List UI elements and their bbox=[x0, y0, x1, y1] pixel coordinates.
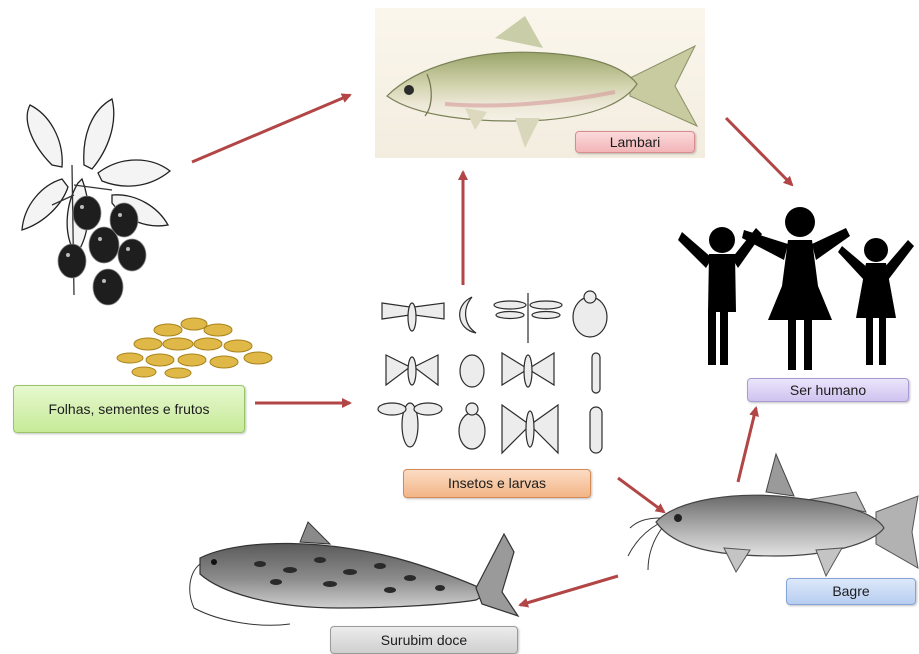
label-bagre: Bagre bbox=[786, 578, 916, 605]
label-ser-humano: Ser humano bbox=[747, 378, 909, 402]
arrow-bagre-to-surubim bbox=[520, 576, 618, 605]
label-surubim-doce: Surubim doce bbox=[330, 626, 518, 654]
arrow-bagre-to-ser-humano bbox=[738, 408, 756, 482]
label-lambari: Lambari bbox=[575, 131, 695, 153]
label-folhas-sementes-frutos: Folhas, sementes e frutos bbox=[13, 385, 245, 433]
arrow-folhas-to-lambari bbox=[192, 95, 350, 162]
label-insetos-larvas: Insetos e larvas bbox=[403, 469, 591, 498]
arrow-insetos-to-bagre bbox=[618, 478, 664, 512]
arrow-lambari-to-ser-humano bbox=[726, 118, 792, 185]
